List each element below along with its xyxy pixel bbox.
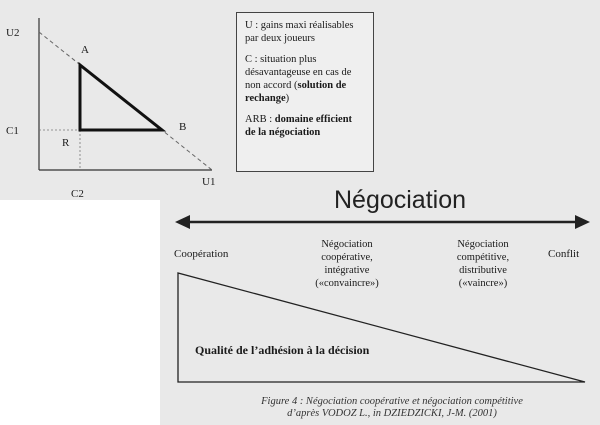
label-competitive-negotiation: Négociation compétitive, distributive («…: [456, 239, 510, 289]
quality-label: Qualité de l’adhésion à la décision: [195, 343, 370, 357]
point-r-label: R: [62, 137, 70, 149]
arrow-left-head: [175, 215, 190, 229]
point-a-label: A: [81, 44, 89, 56]
arb-triangle: [78, 61, 167, 132]
legend-arb: ARB : domaine efficient de la négociatio…: [245, 114, 353, 138]
label-conflict: Conflit: [548, 248, 580, 260]
legend-u: U : gains maxi réalisables par deux joue…: [245, 20, 354, 44]
negotiation-title: Négociation: [333, 186, 467, 214]
frontier-line: [38, 31, 213, 171]
bottom-panel: [160, 190, 600, 425]
legend-box: U : gains maxi réalisables par deux joue…: [236, 12, 374, 172]
point-b-label: B: [179, 121, 187, 133]
quality-triangle: [177, 272, 586, 383]
u2-axis-label: U2: [6, 27, 20, 39]
c1-label: C1: [6, 125, 19, 137]
u1-axis-label: U1: [202, 176, 216, 188]
figure-caption: Figure 4 : Négociation coopérative et né…: [261, 396, 523, 419]
legend-c: C : situation plus désavantageuse en cas…: [245, 54, 352, 104]
label-cooperative-negotiation: Négociation coopérative, intégrative («c…: [315, 239, 379, 289]
arrow-right-head: [575, 215, 590, 229]
label-cooperation: Coopération: [174, 248, 229, 260]
c2-label: C2: [71, 188, 84, 200]
